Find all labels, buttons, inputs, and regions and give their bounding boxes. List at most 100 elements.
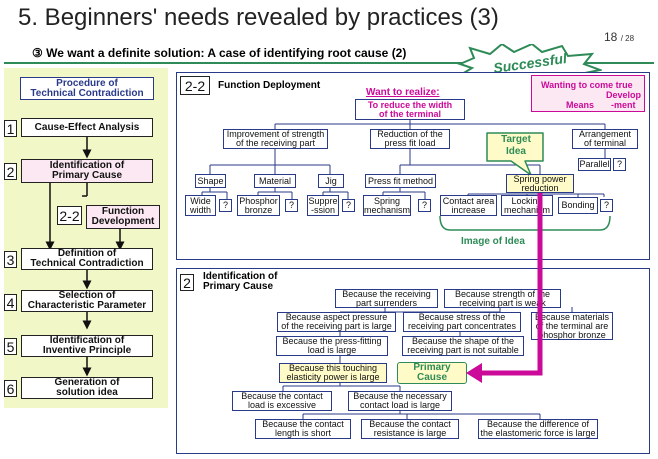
page-subtitle: ③ We want a definite solution: A case of… <box>32 46 407 60</box>
page-title: 5. Beginners' needs revealed by practice… <box>18 4 499 31</box>
jig-box: Jig <box>318 174 344 188</box>
cause-contact-resistance-large: Because the contact resistance is large <box>361 419 459 439</box>
spring-question-box: ? <box>600 199 613 212</box>
bonding-box: Bonding <box>558 197 598 214</box>
spring-mechanism-line2: mechanism <box>364 204 411 215</box>
phosphor-bronze-line1: Phosphor <box>239 195 278 206</box>
procedure-title-line1: Procedure of <box>56 77 118 89</box>
cause-receiving-surrenders: Because the receiving part surrenders <box>335 289 438 308</box>
step-2-label-line1: Identification of <box>49 160 125 171</box>
cause-stress-concentrates: Because stress of the receiving part con… <box>403 312 521 332</box>
cause-pressfit-line2: load is large <box>307 345 357 355</box>
cause-necessary-line2: contact load is large <box>359 400 441 410</box>
step-2-2-number: 2-2 <box>57 206 82 225</box>
step-1-number: 1 <box>4 120 17 137</box>
shape-box: Shape <box>195 174 226 188</box>
want-to-realize-label: Want to realize: <box>366 87 440 98</box>
cause-elastomeric-line1: Because the difference of <box>487 419 589 429</box>
step-3-label-line1: Definition of <box>57 248 117 259</box>
cause-resistance-line2: resistance is large <box>373 428 447 438</box>
arrangement-terminal-line1: Arrangement <box>578 129 632 139</box>
cause-surrenders-line2: part surrenders <box>355 297 418 308</box>
wanting-legend-ment: -ment <box>611 100 636 110</box>
step-4-box: Selection of Characteristic Parameter <box>21 290 153 312</box>
reduction-press-fit-line1: Reduction of the <box>377 129 443 139</box>
cause-pressfit-line1: Because the press-fitting <box>282 336 382 346</box>
target-idea-callout <box>486 132 544 176</box>
suppression-line2: -ssion <box>310 204 335 215</box>
contact-area-increase-box: Contact area increase <box>440 195 497 216</box>
wide-width-line2: width <box>189 204 211 215</box>
parallel-box: Parallel <box>578 158 611 171</box>
step-5-number: 5 <box>4 338 17 355</box>
cause-shape-not-suitable: Because the shape of the receiving part … <box>402 336 524 356</box>
step-6-label-line2: solution idea <box>56 387 118 398</box>
cause-stress-line1: Because stress of the <box>418 312 506 322</box>
step-3-label-line2: Technical Contradiction <box>30 258 144 269</box>
primary-cause-label-line2: Cause <box>416 372 447 383</box>
arrangement-terminal-line2: of terminal <box>583 138 627 148</box>
press-fit-method-box: Press fit method <box>365 174 436 188</box>
step-4-label-line2: Characteristic Parameter <box>27 300 147 311</box>
idea-to-cause-arrow <box>476 193 543 376</box>
shape-question-box: ? <box>219 199 232 212</box>
header-divider <box>4 62 654 64</box>
cause-length-line2: length is short <box>274 428 332 438</box>
spring-power-reduction-box: Spring power reduction <box>506 174 574 193</box>
wide-width-box: Wide width <box>185 195 216 216</box>
suppression-line1: Suppre <box>308 195 338 206</box>
step-6-box: Generation of solution idea <box>21 377 153 399</box>
cause-length-line1: Because the contact <box>262 419 344 429</box>
cause-necessary-line1: Because the necessary <box>353 391 447 401</box>
cause-contact-load-excessive: Because the contact load is excessive <box>232 391 332 411</box>
cause-aspect-line1: Because aspect pressure <box>285 312 388 322</box>
root-function-box: To reduce the width of the terminal <box>355 99 465 120</box>
contact-area-line1: Contact area <box>442 195 495 206</box>
phosphor-bronze-line2: bronze <box>244 204 273 215</box>
cause-shape-line2: receiving part is not suitable <box>407 345 519 355</box>
step-5-box: Identification of Inventive Principle <box>21 335 153 357</box>
locking-mechanism-line2: mechanism <box>503 204 550 215</box>
cause-shape-line1: Because the shape of the <box>411 336 515 346</box>
step-2-2-label-line2: Development <box>91 216 155 227</box>
cause-weak-line1: Because strength of the <box>454 288 551 299</box>
cause-touching-line1: Because this touching <box>288 363 378 373</box>
cause-press-fitting-load: Because the press-fitting load is large <box>276 336 388 356</box>
step-2-2-label-line1: Function <box>101 206 145 217</box>
step-6-number: 6 <box>4 380 17 397</box>
cause-resistance-line1: Because the contact <box>369 419 451 429</box>
page-total: / 28 <box>620 34 635 43</box>
cause-elastomeric-line2: the elastomeric force is large <box>480 428 596 438</box>
primary-cause-title-line1: Identification of <box>203 271 278 282</box>
cause-aspect-pressure: Because aspect pressure of the receiving… <box>277 312 396 332</box>
step-1-label: Cause-Effect Analysis <box>34 121 140 133</box>
improvement-strength-line2: of the receiving part <box>235 138 316 148</box>
step-2-number: 2 <box>4 163 17 180</box>
spring-power-line1: Spring power <box>513 173 567 184</box>
spring-mechanism-line1: Spring <box>373 195 400 206</box>
cause-surrenders-line1: Because the receiving <box>342 288 431 299</box>
cause-weak-line2: receiving part is weak <box>459 297 546 308</box>
material-question-box: ? <box>285 199 298 212</box>
reduction-press-fit-box: Reduction of the press fit load <box>370 129 450 149</box>
cause-necessary-contact-load: Because the necessary contact load is la… <box>348 391 452 411</box>
target-idea-line2: Idea <box>505 146 526 157</box>
cause-contact-length-short: Because the contact length is short <box>255 419 351 439</box>
target-idea-line1: Target <box>501 134 531 145</box>
improvement-strength-line1: Improvement of strength <box>226 129 325 139</box>
cause-touching-line2: elasticity power is large <box>286 372 380 382</box>
idea-to-cause-arrowhead <box>466 363 482 383</box>
primary-cause-tag: 2 <box>180 274 194 291</box>
primary-cause-title-line2: Primary Cause <box>203 281 274 292</box>
primary-cause-label-line1: Primary <box>413 362 451 373</box>
contact-area-line2: increase <box>451 204 486 215</box>
step-2-2-box: Function Development <box>86 205 160 229</box>
locking-mechanism-line1: Locking <box>511 195 543 206</box>
step-5-label-line1: Identification of <box>49 335 125 346</box>
press-fit-question-box: ? <box>418 199 431 212</box>
step-3-number: 3 <box>4 251 17 268</box>
wanting-legend-title: Wanting to come true <box>541 80 633 90</box>
cause-materials-phosphor: Because materials of the terminal are ph… <box>531 312 613 340</box>
function-deployment-tag: 2-2 <box>180 76 210 95</box>
cause-strength-weak: Because strength of the receiving part i… <box>444 289 561 308</box>
